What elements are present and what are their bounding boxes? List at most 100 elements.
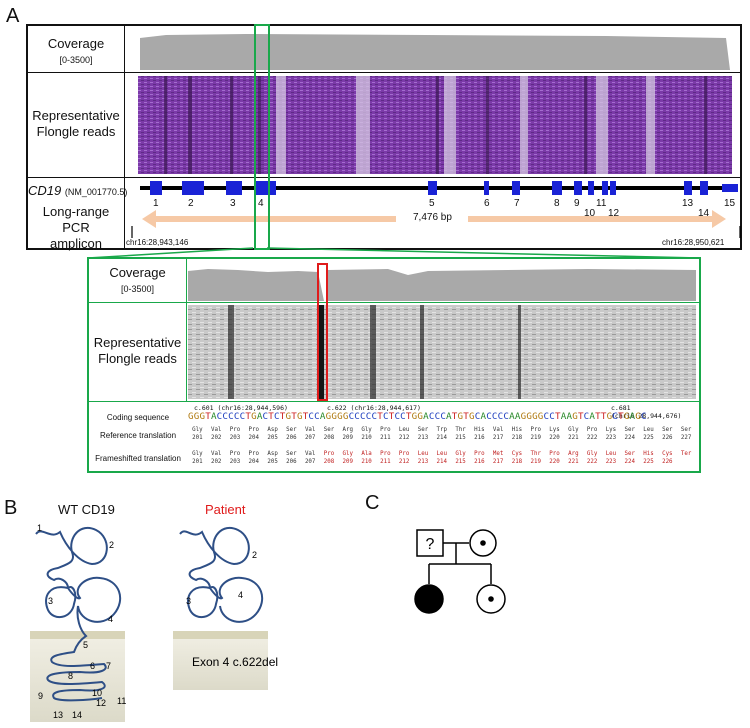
coord-start: chr16:28,943,146 bbox=[126, 238, 189, 247]
aa-cell: 220 bbox=[549, 435, 560, 441]
aa-cell: 206 bbox=[286, 459, 297, 465]
ref-translation-label: Reference translation bbox=[99, 431, 177, 440]
aa-cell: 217 bbox=[492, 459, 504, 465]
aa-cell: 220 bbox=[549, 459, 560, 465]
aa-cell: Ser bbox=[286, 451, 297, 457]
aa-cell: Ser bbox=[624, 451, 635, 457]
zoom-window-marker bbox=[254, 24, 270, 250]
aa-cell: Lys bbox=[605, 427, 617, 433]
aa-cell: 206 bbox=[286, 435, 297, 441]
aa-cell: 225 bbox=[643, 459, 654, 465]
aa-cell: Val bbox=[210, 451, 222, 457]
base: G bbox=[417, 411, 424, 422]
base: A bbox=[589, 411, 596, 422]
aa-cell: Lys bbox=[549, 427, 560, 433]
aa-cell: 212 bbox=[398, 459, 410, 465]
protein-diagram: 1 2 3 4 5 6 7 8 9 10 11 12 13 14 2 3 4 E… bbox=[30, 523, 278, 722]
aa-cell: Val bbox=[210, 427, 222, 433]
aa-cell: Pro bbox=[398, 451, 410, 457]
aa-cell: 203 bbox=[229, 459, 241, 465]
aa-cell: Pro bbox=[248, 451, 260, 457]
aa-cell: 201 bbox=[192, 459, 203, 465]
transcript-id: (NM_001770.5) bbox=[64, 187, 128, 197]
base: C bbox=[486, 411, 492, 422]
aa-cell: Leu bbox=[398, 427, 410, 433]
base: G bbox=[520, 411, 527, 422]
aa-cell: 219 bbox=[530, 435, 541, 441]
zoom-tracks-svg bbox=[188, 263, 696, 401]
base: C bbox=[382, 411, 389, 422]
aa-cell: Leu bbox=[417, 451, 429, 457]
base: C bbox=[348, 411, 355, 422]
zoom-reads-line1: Representative bbox=[93, 335, 182, 350]
aa-cell: Thr bbox=[455, 427, 466, 433]
unknown-mark: ? bbox=[426, 536, 435, 553]
base: C bbox=[228, 411, 234, 422]
base: C bbox=[314, 411, 320, 422]
panel-label-b: B bbox=[4, 497, 18, 519]
base: A bbox=[256, 411, 263, 422]
exon-label-12: 12 bbox=[608, 208, 620, 219]
exon-label-2: 2 bbox=[188, 198, 194, 209]
aa-cell: Pro bbox=[229, 427, 241, 433]
base: C bbox=[274, 411, 280, 422]
coverage-label-text: Coverage bbox=[47, 36, 105, 51]
base: T bbox=[595, 411, 601, 422]
aa-cell: Gly bbox=[342, 451, 354, 457]
base: T bbox=[245, 411, 252, 422]
aa-cell: 213 bbox=[417, 435, 429, 441]
base: G bbox=[532, 411, 538, 422]
base: T bbox=[451, 411, 458, 422]
coding-sequence: GGGTACCCCCTGACTCTGTGTCCAGGGGCCCCCTCTCCTG… bbox=[188, 411, 698, 422]
aa-cell: Pro bbox=[474, 451, 485, 457]
patient-membrane bbox=[173, 634, 268, 690]
base: G bbox=[331, 411, 338, 422]
aa-cell: 217 bbox=[492, 435, 504, 441]
base: T bbox=[205, 411, 211, 422]
patient-membrane-top bbox=[173, 631, 268, 639]
base: C bbox=[434, 411, 441, 422]
aa-cell: 221 bbox=[568, 435, 579, 441]
wt-label-11: 11 bbox=[117, 696, 126, 706]
aa-cell: 226 bbox=[662, 459, 673, 465]
aa-cell: 204 bbox=[248, 435, 260, 441]
coding-seq-label: Coding sequence bbox=[106, 413, 170, 422]
wt-membrane-top bbox=[30, 631, 125, 639]
aa-cell: Ser bbox=[624, 427, 635, 433]
base: G bbox=[193, 411, 200, 422]
base: T bbox=[405, 411, 412, 422]
aa-cell: 223 bbox=[605, 435, 617, 441]
base: A bbox=[446, 411, 452, 422]
base: T bbox=[600, 411, 607, 422]
aa-cell: 223 bbox=[605, 459, 617, 465]
aa-cell: 226 bbox=[662, 435, 673, 441]
coord-end: chr16:28,950,621 bbox=[662, 238, 725, 247]
aa-cell: 214 bbox=[436, 435, 447, 441]
aa-cell: Thr bbox=[530, 451, 541, 457]
aa-cell: 218 bbox=[511, 435, 523, 441]
aa-cell: Ter bbox=[680, 451, 692, 457]
aa-cell: Gly bbox=[586, 451, 598, 457]
aa-cell: Pro bbox=[380, 427, 391, 433]
exon-blocks bbox=[150, 181, 738, 195]
base: C bbox=[641, 411, 647, 422]
base: C bbox=[474, 411, 481, 422]
base: C bbox=[360, 411, 366, 422]
base: G bbox=[285, 411, 292, 422]
aa-cell: His bbox=[643, 451, 654, 457]
base: C bbox=[371, 411, 378, 422]
exon-label-10: 10 bbox=[584, 208, 596, 219]
base: C bbox=[216, 411, 223, 422]
exon-label-9: 9 bbox=[574, 198, 580, 209]
aa-cell: 202 bbox=[210, 435, 222, 441]
patient-label-2: 2 bbox=[252, 550, 257, 560]
aa-cell: 210 bbox=[361, 435, 372, 441]
zoom-connector bbox=[87, 247, 701, 259]
aa-cell: 214 bbox=[436, 459, 447, 465]
aa-cell: Cys bbox=[662, 451, 673, 457]
aa-cell: 216 bbox=[474, 459, 485, 465]
genome-browser-panel: Coverage [0-3500] Representative Flongle… bbox=[26, 24, 742, 251]
wt-label-14: 14 bbox=[72, 710, 82, 720]
